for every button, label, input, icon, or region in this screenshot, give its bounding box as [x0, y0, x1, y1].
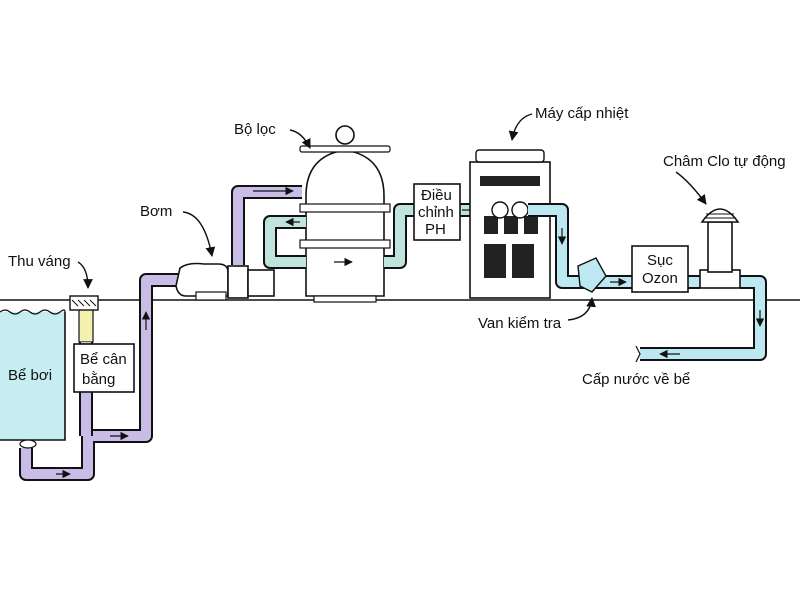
pool: Bể bơi	[0, 309, 66, 441]
heater: Máy cấp nhiệt	[469, 105, 629, 299]
main-drain	[19, 439, 37, 449]
pool-label: Bể bơi	[8, 367, 52, 384]
heater-label: Máy cấp nhiệt	[535, 105, 629, 122]
ozone-line1: Sục	[647, 252, 673, 269]
skimmer-label: Thu váng	[8, 253, 71, 270]
skimmer: Thu váng	[8, 253, 99, 311]
ozone-line2: Ozon	[642, 270, 678, 287]
filter: Bộ lọc	[234, 121, 391, 303]
auto-chlorinator: Châm Clo tự động	[663, 153, 786, 289]
ph-line2: chỉnh	[418, 204, 454, 221]
ph-control: Điều chỉnh PH	[413, 183, 461, 241]
ph-line1: Điều	[421, 187, 452, 204]
balance-tank: Bể cân bằng	[73, 343, 135, 393]
filter-label: Bộ lọc	[234, 121, 276, 138]
ph-line3: PH	[425, 221, 446, 238]
check-valve-label: Van kiểm tra	[478, 315, 562, 332]
skimmer-insert	[78, 307, 94, 343]
check-valve: Van kiểm tra	[478, 257, 607, 332]
balance-tank-line1: Bể cân	[80, 351, 127, 368]
pump-label: Bơm	[140, 203, 172, 220]
chlorinator-label: Châm Clo tự động	[663, 153, 786, 170]
water-return-label: Cấp nước về bể	[582, 371, 690, 388]
suction-pipes	[19, 185, 302, 481]
pump: Bơm	[140, 203, 275, 301]
balance-tank-line2: bằng	[82, 371, 115, 388]
ozone-unit: Sục Ozon	[631, 245, 689, 293]
